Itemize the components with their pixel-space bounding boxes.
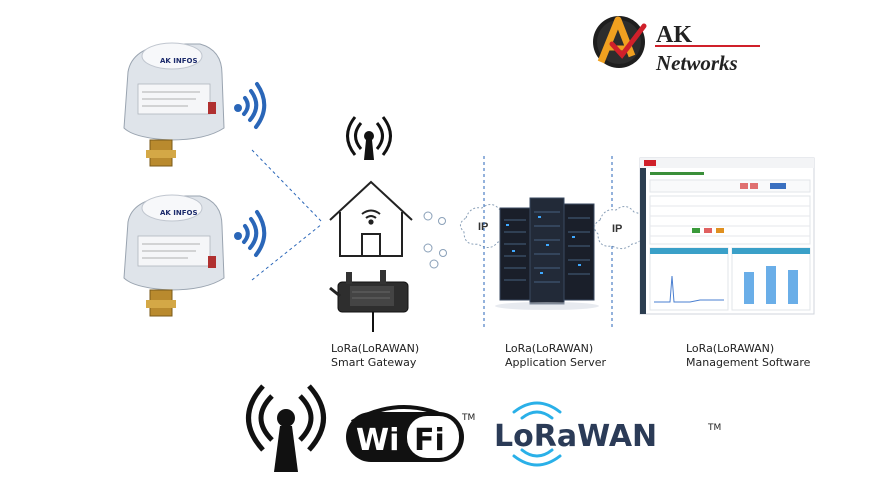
wifi-logo: Wi Fi TM: [346, 405, 475, 462]
lorawan-trademark: TM: [707, 423, 721, 433]
brand-logo-text: AK: [656, 22, 692, 48]
server-rack: [495, 197, 599, 310]
ip-label-2: IP: [612, 223, 622, 235]
server-caption: LoRa(LoRAWAN) Application Server: [505, 342, 606, 370]
meter-link-lines: [251, 149, 323, 281]
antenna-broadcast-icon: [246, 384, 326, 472]
lorawan-logo: LoRaWAN TM: [494, 401, 721, 467]
server-caption-line1: LoRa(LoRAWAN): [505, 342, 594, 355]
water-meter-2: AK INFOS: [123, 194, 225, 317]
wifi-text-part2: Fi: [414, 423, 445, 458]
software-caption-line1: LoRa(LoRAWAN): [686, 342, 775, 355]
meter-2-brand: AK INFOS: [160, 209, 198, 217]
ip-label-1: IP: [478, 221, 488, 233]
ak-networks-logo: AK Networks: [593, 16, 760, 75]
software-caption: LoRa(LoRAWAN) Management Software: [686, 342, 810, 370]
gateway-caption-line2: Smart Gateway: [331, 356, 417, 369]
wifi-trademark: TM: [461, 413, 475, 423]
server-caption-line2: Application Server: [505, 356, 607, 369]
antenna-tower-icon: [346, 116, 392, 160]
ip-cloud-2: IP: [594, 206, 644, 250]
wifi-text-part1: Wi: [356, 423, 399, 458]
gateway-device: [329, 270, 409, 332]
signal-waves-icon: [234, 210, 267, 257]
wireless-bubbles: [423, 211, 447, 269]
software-caption-line2: Management Software: [686, 356, 811, 369]
meter-1-brand: AK INFOS: [160, 57, 198, 65]
brand-networks-label: Networks: [655, 51, 738, 75]
home-icon: [329, 180, 413, 257]
gateway-caption: LoRa(LoRAWAN) Smart Gateway: [331, 342, 419, 370]
lorawan-text: LoRaWAN: [494, 419, 657, 454]
signal-waves-icon: [234, 82, 267, 129]
water-meter-1: AK INFOS: [123, 42, 225, 167]
gateway-caption-line1: LoRa(LoRAWAN): [331, 342, 420, 355]
software-dashboard-thumbnail: [639, 157, 815, 315]
